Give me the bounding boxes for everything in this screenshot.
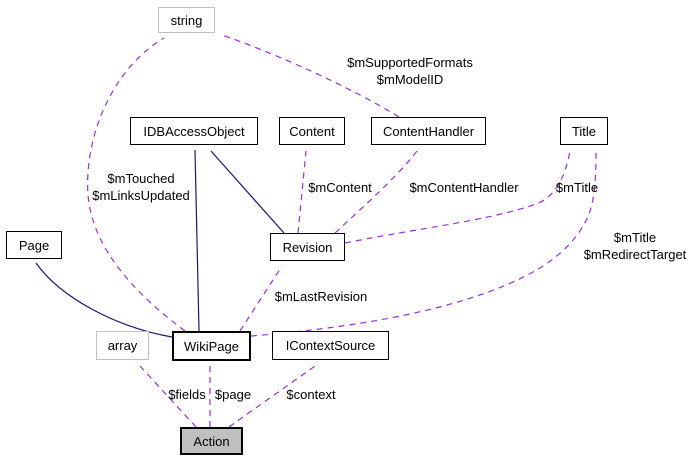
edge-label-touched: $mTouched $mLinksUpdated <box>82 170 200 204</box>
edge-wikipage-to-revision-arrow <box>239 265 283 332</box>
node-action[interactable]: Action <box>180 427 243 455</box>
edge-wikipage-to-title-arrow <box>250 150 597 337</box>
edge-label-line: $mModelID <box>376 72 444 87</box>
edge-label-mlastrevision: $mLastRevision <box>267 288 375 305</box>
edge-label-mtitle-redirect: $mTitle $mRedirectTarget <box>576 229 692 263</box>
node-string[interactable]: string <box>158 7 215 33</box>
node-title-label: Title <box>571 123 597 139</box>
edge-label-line: $mContent <box>308 180 372 195</box>
edge-label-line: $page <box>214 387 252 402</box>
node-title[interactable]: Title <box>560 117 608 145</box>
edge-label-line: $fields <box>168 387 206 402</box>
edge-label-line: $context <box>286 387 336 402</box>
edge-label-fields: $fields <box>164 386 210 403</box>
edge-action-to-array-arrow <box>139 365 197 428</box>
node-page-label: Page <box>18 237 50 253</box>
node-content[interactable]: Content <box>279 117 345 145</box>
edge-label-line: $mContentHandler <box>409 180 519 195</box>
edge-label-line: $mRedirectTarget <box>583 247 687 262</box>
edge-revision-to-contenthandler-arrow <box>334 150 418 234</box>
edge-label-page: $page <box>212 386 254 403</box>
node-content-label: Content <box>289 123 335 139</box>
edge-revision-to-idbaccessobject-arrow <box>210 150 285 234</box>
edge-contenthandler-to-string-arrow <box>221 34 400 118</box>
edge-wikipage-to-string-arrow <box>87 37 186 332</box>
edge-label-line: $mTitle <box>555 180 599 195</box>
edge-label-mtitle: $mTitle <box>551 179 603 196</box>
node-action-label: Action <box>193 433 230 449</box>
edge-label-line: $mTouched <box>107 171 175 186</box>
edge-label-line: $mLastRevision <box>274 289 368 304</box>
node-idbaccessobject-label: IDBAccessObject <box>143 123 245 139</box>
edge-wikipage-to-page-arrow <box>35 262 173 338</box>
node-icontextsource[interactable]: IContextSource <box>272 331 389 360</box>
edge-label-line: $mTitle <box>613 230 657 245</box>
node-wikipage[interactable]: WikiPage <box>172 331 251 361</box>
node-revision-label: Revision <box>282 239 333 255</box>
node-array[interactable]: array <box>96 331 149 360</box>
node-string-label: string <box>170 12 203 28</box>
edge-revision-to-content-arrow <box>297 150 307 234</box>
edge-wikipage-to-idbaccessobject-arrow <box>194 149 200 332</box>
edge-label-mcontent: $mContent <box>302 179 378 196</box>
node-array-label: array <box>107 338 138 353</box>
node-contenthandler-label: ContentHandler <box>382 123 475 139</box>
edge-label-mcontenthandler: $mContentHandler <box>406 179 522 196</box>
edge-label-context: $context <box>283 386 339 403</box>
edge-label-line: $mSupportedFormats <box>347 55 473 70</box>
node-wikipage-label: WikiPage <box>184 338 239 354</box>
edge-label-supported-formats: $mSupportedFormats $mModelID <box>330 54 490 88</box>
node-icontextsource-label: IContextSource <box>285 338 376 353</box>
edge-revision-to-title-arrow <box>344 150 571 244</box>
node-contenthandler[interactable]: ContentHandler <box>371 117 486 145</box>
node-page[interactable]: Page <box>6 231 62 259</box>
node-idbaccessobject[interactable]: IDBAccessObject <box>130 117 258 145</box>
edge-label-line: $mLinksUpdated <box>92 188 190 203</box>
node-revision[interactable]: Revision <box>270 233 345 261</box>
